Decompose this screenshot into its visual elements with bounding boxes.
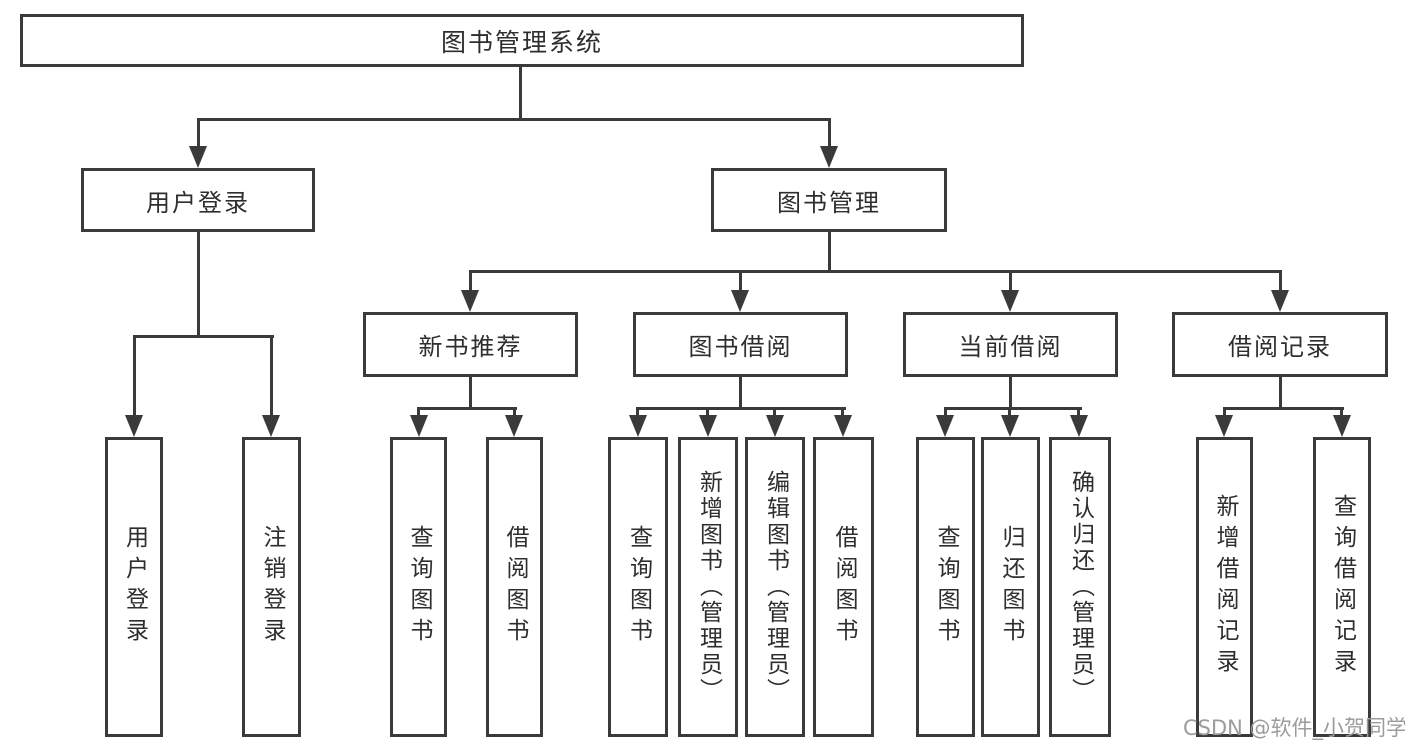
connector: [1077, 407, 1080, 417]
arrowhead-down: [1271, 290, 1289, 312]
node-book-borrow-label: 图书借阅: [688, 333, 793, 361]
connector: [133, 335, 136, 417]
connector: [1223, 407, 1226, 417]
arrowhead-down: [699, 415, 717, 437]
node-current-borrow: 当前借阅: [903, 312, 1118, 377]
leaf-query-book-recommend-label: 查询图书: [406, 525, 432, 649]
leaf-borrow-book-label: 借阅图书: [831, 525, 857, 649]
leaf-return-book-label: 归还图书: [998, 525, 1024, 649]
leaf-user-login: 用户登录: [105, 437, 163, 737]
connector: [1009, 377, 1012, 409]
leaf-logout: 注销登录: [242, 437, 301, 737]
leaf-user-login-label: 用户登录: [121, 525, 148, 649]
connector: [469, 270, 1282, 273]
arrowhead-down: [125, 415, 143, 437]
leaf-edit-book-admin-label: 编辑图书（管理员）: [762, 470, 789, 704]
leaf-query-book-borrow-label: 查询图书: [625, 525, 652, 649]
arrowhead-down: [820, 146, 838, 168]
leaf-query-book-current: 查询图书: [916, 437, 975, 737]
leaf-borrow-book: 借阅图书: [813, 437, 874, 737]
node-book-management-label: 图书管理: [777, 188, 881, 217]
leaf-borrow-book-recommend: 借阅图书: [486, 437, 543, 737]
arrowhead-down: [1001, 415, 1019, 437]
connector: [513, 407, 516, 417]
connector: [469, 377, 472, 409]
connector: [197, 118, 831, 121]
leaf-add-borrow-record-label: 新增借阅记录: [1212, 494, 1238, 680]
connector: [841, 407, 844, 417]
node-book-borrow: 图书借阅: [633, 312, 848, 377]
arrowhead-down: [262, 415, 280, 437]
arrowhead-down: [1333, 415, 1351, 437]
leaf-logout-label: 注销登录: [259, 525, 285, 649]
leaf-query-borrow-record: 查询借阅记录: [1313, 437, 1371, 737]
connector: [1279, 377, 1282, 409]
leaf-confirm-return-admin: 确认归还（管理员）: [1049, 437, 1111, 737]
connector: [706, 407, 709, 417]
leaf-query-borrow-record-label: 查询借阅记录: [1329, 494, 1356, 680]
connector: [636, 407, 846, 410]
connector: [739, 377, 742, 409]
connector: [773, 407, 776, 417]
node-borrow-records-label: 借阅记录: [1228, 333, 1332, 361]
connector: [1223, 407, 1344, 410]
node-borrow-records: 借阅记录: [1172, 312, 1388, 377]
arrowhead-down: [731, 290, 749, 312]
connector: [944, 407, 947, 417]
arrowhead-down: [834, 415, 852, 437]
connector: [1279, 270, 1282, 292]
connector: [1009, 270, 1012, 292]
node-current-borrow-label: 当前借阅: [958, 333, 1063, 361]
leaf-query-book-current-label: 查询图书: [933, 525, 959, 649]
node-root: 图书管理系统: [20, 14, 1024, 67]
arrowhead-down: [766, 415, 784, 437]
connector: [944, 407, 1082, 410]
connector: [417, 407, 517, 410]
leaf-query-book-borrow: 查询图书: [608, 437, 668, 737]
leaf-add-book-admin: 新增图书（管理员）: [678, 437, 738, 737]
connector: [197, 232, 200, 338]
arrowhead-down: [461, 290, 479, 312]
connector: [828, 232, 831, 273]
arrowhead-down: [505, 415, 523, 437]
leaf-return-book: 归还图书: [981, 437, 1040, 737]
connector: [417, 407, 420, 417]
leaf-add-book-admin-label: 新增图书（管理员）: [695, 470, 722, 704]
connector: [636, 407, 639, 417]
connector: [1340, 407, 1343, 417]
connector: [1008, 407, 1011, 417]
node-root-label: 图书管理系统: [440, 27, 603, 57]
node-user-login: 用户登录: [81, 168, 315, 232]
leaf-edit-book-admin: 编辑图书（管理员）: [745, 437, 805, 737]
arrowhead-down: [629, 415, 647, 437]
node-new-book-recommend-label: 新书推荐: [418, 333, 523, 361]
leaf-borrow-book-recommend-label: 借阅图书: [502, 525, 528, 649]
arrowhead-down: [1070, 415, 1088, 437]
connector: [133, 335, 274, 338]
connector: [739, 270, 742, 292]
watermark: CSDN @软件_小贺同学: [1183, 716, 1405, 740]
arrowhead-down: [189, 146, 207, 168]
connector: [519, 65, 522, 118]
node-user-login-label: 用户登录: [146, 188, 250, 217]
connector: [469, 270, 472, 292]
arrowhead-down: [1001, 290, 1019, 312]
node-new-book-recommend: 新书推荐: [363, 312, 578, 377]
arrowhead-down: [936, 415, 954, 437]
node-book-management: 图书管理: [711, 168, 947, 232]
connector: [828, 118, 831, 148]
connector: [270, 335, 273, 417]
leaf-confirm-return-admin-label: 确认归还（管理员）: [1067, 470, 1094, 704]
connector: [197, 118, 200, 148]
arrowhead-down: [410, 415, 428, 437]
leaf-add-borrow-record: 新增借阅记录: [1196, 437, 1253, 737]
leaf-query-book-recommend: 查询图书: [390, 437, 447, 737]
arrowhead-down: [1215, 415, 1233, 437]
